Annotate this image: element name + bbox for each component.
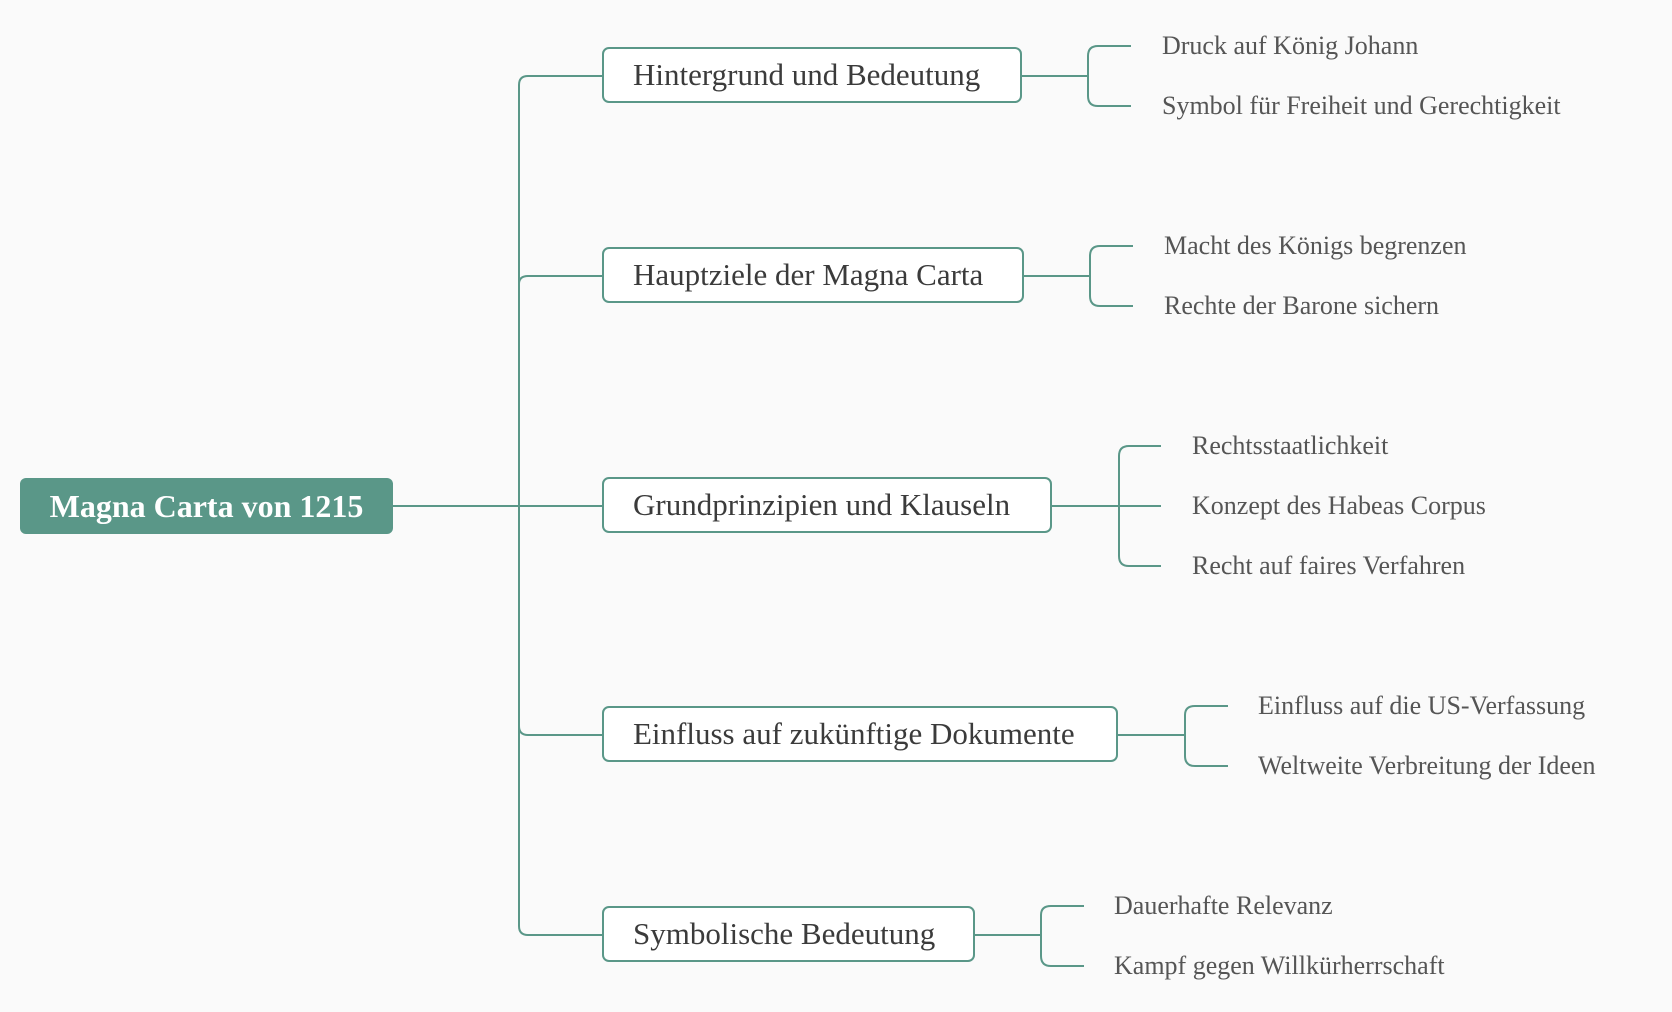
- leaf-item[interactable]: Macht des Königs begrenzen: [1164, 231, 1467, 260]
- leaf-connector-5: [975, 905, 1084, 967]
- leaf-item[interactable]: Rechte der Barone sichern: [1164, 291, 1440, 320]
- root-node[interactable]: Magna Carta von 1215: [20, 478, 393, 534]
- leaf-connector-4: [1118, 705, 1228, 767]
- branch-connector-4: [518, 725, 602, 736]
- branch-node-symbolische[interactable]: Symbolische Bedeutung: [602, 906, 975, 962]
- leaf-connector-1: [1022, 45, 1131, 107]
- trunk-line: [518, 75, 602, 936]
- leaf-item[interactable]: Dauerhafte Relevanz: [1114, 891, 1333, 920]
- leaf-item[interactable]: Kampf gegen Willkürherrschaft: [1114, 951, 1445, 980]
- leaf-item[interactable]: Recht auf faires Verfahren: [1192, 551, 1466, 580]
- branch-node-einfluss[interactable]: Einfluss auf zukünftige Dokumente: [602, 706, 1118, 762]
- branch-connector-2: [518, 275, 602, 285]
- leaf-item[interactable]: Druck auf König Johann: [1162, 31, 1419, 60]
- leaf-item[interactable]: Einfluss auf die US-Verfassung: [1258, 691, 1586, 720]
- leaf-item[interactable]: Rechtsstaatlichkeit: [1192, 431, 1389, 460]
- leaf-item[interactable]: Symbol für Freiheit und Gerechtigkeit: [1162, 91, 1561, 120]
- leaf-item[interactable]: Weltweite Verbreitung der Ideen: [1258, 751, 1596, 780]
- branch-node-hintergrund[interactable]: Hintergrund und Bedeutung: [602, 47, 1022, 103]
- leaf-connector-2: [1024, 245, 1133, 307]
- branch-node-grundprinzipien[interactable]: Grundprinzipien und Klauseln: [602, 477, 1052, 533]
- leaf-item[interactable]: Konzept des Habeas Corpus: [1192, 491, 1486, 520]
- branch-node-hauptziele[interactable]: Hauptziele der Magna Carta: [602, 247, 1024, 303]
- leaf-connector-3: [1052, 445, 1161, 567]
